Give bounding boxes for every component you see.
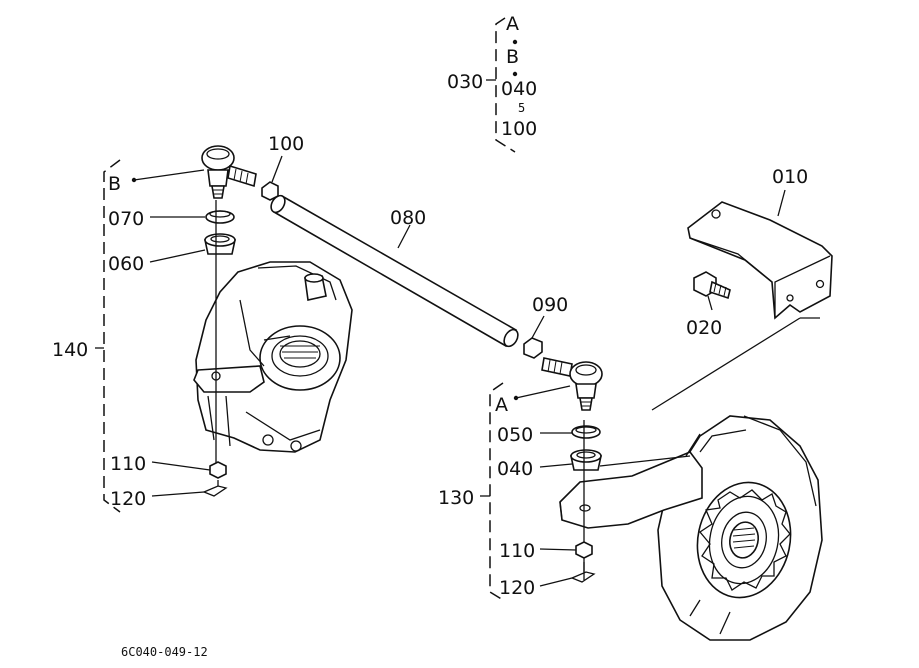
- callout-090: 090: [532, 294, 568, 316]
- legend-040: 040: [501, 78, 537, 100]
- callout-ref-b: B: [108, 173, 121, 195]
- steering-knuckle-right: [559, 415, 823, 641]
- tie-rod-080: 080: [270, 194, 519, 348]
- assembly-bracket-140: 140: [52, 159, 121, 513]
- steering-knuckle-left: [193, 261, 353, 453]
- callout-010: 010: [772, 166, 808, 188]
- castle-nut-110-right: 110: [499, 540, 593, 562]
- callout-050: 050: [497, 424, 533, 446]
- callout-130: 130: [438, 487, 474, 509]
- legend-group-030: A B 030 040 5 100: [447, 13, 537, 153]
- castle-nut-110-left: 110: [110, 453, 227, 479]
- bracket-010: 010: [651, 166, 833, 411]
- callout-060: 060: [108, 253, 144, 275]
- legend-range-mark: 5: [518, 101, 525, 115]
- callout-080: 080: [390, 207, 426, 229]
- legend-ref-b: B: [506, 46, 519, 68]
- callout-100: 100: [268, 133, 304, 155]
- callout-140: 140: [52, 339, 88, 361]
- legend-ref-a: A: [506, 13, 519, 35]
- callout-030: 030: [447, 71, 483, 93]
- callout-040: 040: [497, 458, 533, 480]
- callout-ref-a: A: [495, 394, 508, 416]
- bolt-020: 020: [686, 271, 731, 339]
- callout-120-right: 120: [499, 577, 535, 599]
- callout-020: 020: [686, 317, 722, 339]
- callout-120-left: 120: [110, 488, 146, 510]
- boot-060: 060: [108, 233, 236, 275]
- callout-110-right: 110: [499, 540, 535, 562]
- callout-110-left: 110: [110, 453, 146, 475]
- lock-nut-100: 100: [261, 133, 304, 201]
- split-pin-120-left: 120: [110, 480, 228, 510]
- lock-nut-090: 090: [523, 294, 568, 359]
- legend-100: 100: [501, 118, 537, 140]
- dust-cover-050: 050: [497, 424, 601, 446]
- split-pin-120-right: 120: [499, 562, 596, 599]
- callout-070: 070: [108, 208, 144, 230]
- figure-code: 6C040-049-12: [121, 645, 208, 659]
- dust-cover-070: 070: [108, 208, 235, 230]
- tie-rod-end-right: A: [495, 357, 603, 416]
- tie-rod-end-left: B: [108, 145, 257, 199]
- boot-040: 040: [497, 449, 602, 480]
- assembly-bracket-130: 130: [438, 382, 504, 601]
